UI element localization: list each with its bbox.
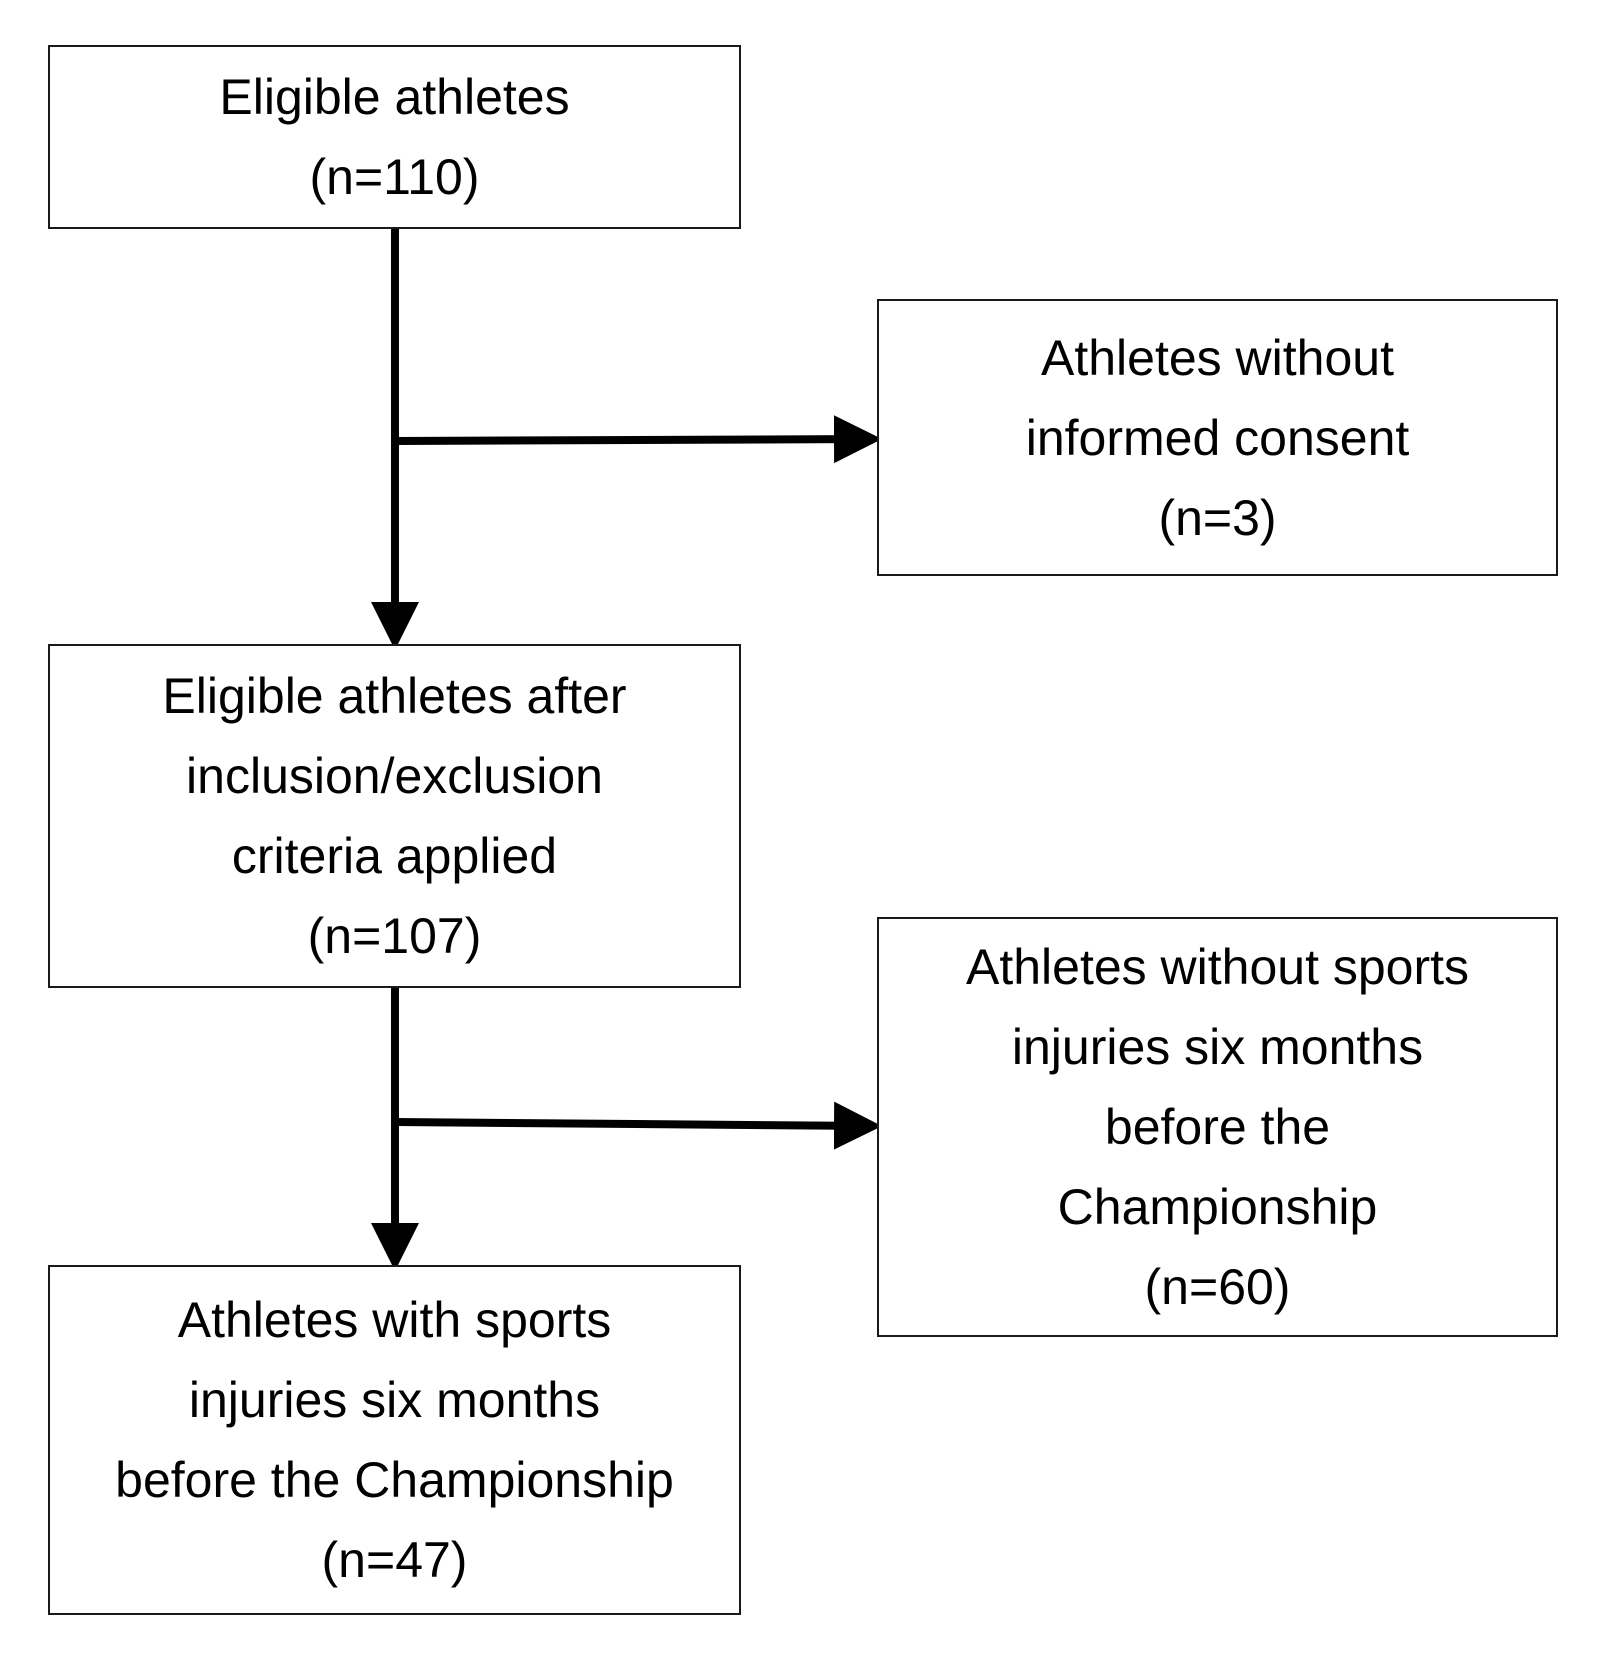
eligible-athletes-label: Eligible athletes — [219, 69, 570, 125]
no-consent-count: (n=3) — [1158, 489, 1277, 546]
after-criteria-box: Eligible athletes after inclusion/exclus… — [48, 644, 741, 988]
without-injuries-label-line2: injuries six months — [1011, 1019, 1424, 1075]
with-injuries-box: Athletes with sports injuries six months… — [48, 1265, 741, 1615]
after-criteria-label-line3: criteria applied — [231, 828, 558, 884]
arrow-to-without-injuries — [394, 1101, 882, 1150]
with-injuries-label-line1: Athletes with sports — [177, 1292, 612, 1348]
after-criteria-label-line2: inclusion/exclusion — [186, 748, 603, 804]
with-injuries-count: (n=47) — [321, 1532, 468, 1588]
without-injuries-label-line3: before the — [1104, 1099, 1331, 1155]
without-injuries-label-line1: Athletes without sports — [965, 939, 1470, 995]
eligible-athletes-box: Eligible athletes (n=110) — [48, 45, 741, 229]
eligible-athletes-count: (n=110) — [309, 149, 480, 205]
with-injuries-label-line2: injuries six months — [188, 1372, 601, 1428]
with-injuries-label-line3: before the Championship — [115, 1452, 674, 1508]
no-consent-box: Athletes without informed consent (n=3) — [877, 299, 1558, 576]
no-consent-label-line1: Athletes without — [1041, 329, 1394, 386]
after-criteria-label-line1: Eligible athletes after — [162, 668, 627, 724]
without-injuries-box: Athletes without sports injuries six mon… — [877, 917, 1558, 1337]
after-criteria-count: (n=107) — [307, 908, 482, 964]
without-injuries-count: (n=60) — [1144, 1259, 1291, 1315]
without-injuries-label-line4: Championship — [1057, 1179, 1378, 1235]
no-consent-label-line2: informed consent — [1025, 409, 1410, 466]
arrow-to-no-consent — [394, 415, 882, 464]
